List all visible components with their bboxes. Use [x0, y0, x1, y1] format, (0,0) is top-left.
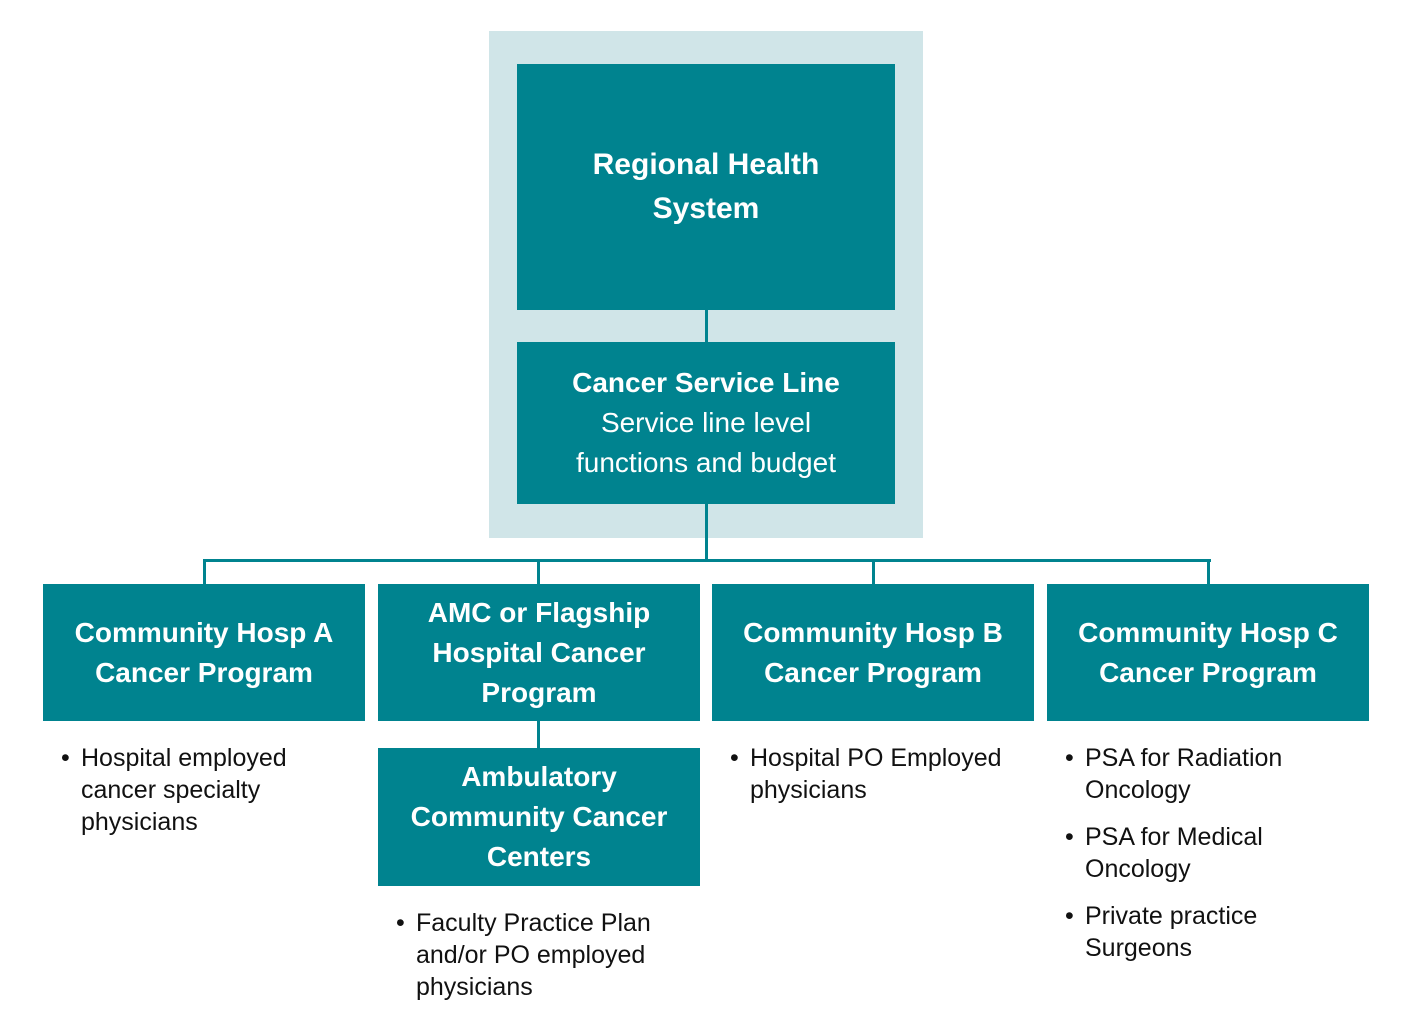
list-item: Hospital employed cancer specialty physi… [43, 742, 365, 838]
connector-service-line-down [705, 503, 708, 561]
list-item: Private practice Surgeons [1047, 900, 1327, 964]
ambulatory-centers-title: Ambulatory Community Cancer Centers [410, 761, 668, 872]
connector-drop-c [1207, 559, 1210, 585]
connector-amc-to-ambulatory [537, 720, 540, 749]
connector-drop-a [203, 559, 206, 585]
cancer-service-line-title: Cancer Service Line [572, 367, 840, 398]
list-item: Faculty Practice Plan and/or PO employed… [378, 907, 700, 1003]
connector-drop-b [872, 559, 875, 585]
connector-horizontal-bar [203, 559, 1211, 562]
list-item: PSA for Radiation Oncology [1047, 742, 1327, 806]
community-hosp-a-title: Community Hosp A Cancer Program [74, 616, 334, 688]
community-hosp-b-bullets: Hospital PO Employed physicians [712, 742, 1042, 821]
amc-flagship-title: AMC or Flagship Hospital Cancer Program [427, 596, 651, 708]
community-hosp-c-bullets: PSA for Radiation Oncology PSA for Medic… [1047, 742, 1327, 979]
cancer-service-line-subtitle: Service line level functions and budget [576, 407, 836, 478]
amc-flagship-box: AMC or Flagship Hospital Cancer Program [378, 584, 700, 721]
regional-health-system-title: Regional Health System [592, 148, 820, 225]
connector-drop-amc [537, 559, 540, 585]
community-hosp-a-bullets: Hospital employed cancer specialty physi… [43, 742, 365, 853]
community-hosp-b-title: Community Hosp B Cancer Program [743, 616, 1003, 688]
ambulatory-centers-box: Ambulatory Community Cancer Centers [378, 748, 700, 886]
community-hosp-c-box: Community Hosp C Cancer Program [1047, 584, 1369, 721]
cancer-service-line-box: Cancer Service Line Service line level f… [517, 342, 895, 504]
community-hosp-c-title: Community Hosp C Cancer Program [1078, 616, 1338, 688]
community-hosp-a-box: Community Hosp A Cancer Program [43, 584, 365, 721]
community-hosp-b-box: Community Hosp B Cancer Program [712, 584, 1034, 721]
ambulatory-centers-bullets: Faculty Practice Plan and/or PO employed… [378, 907, 700, 1018]
list-item: Hospital PO Employed physicians [712, 742, 1042, 806]
connector-top-to-service-line [705, 309, 708, 343]
regional-health-system-box: Regional Health System [517, 64, 895, 310]
list-item: PSA for Medical Oncology [1047, 821, 1327, 885]
